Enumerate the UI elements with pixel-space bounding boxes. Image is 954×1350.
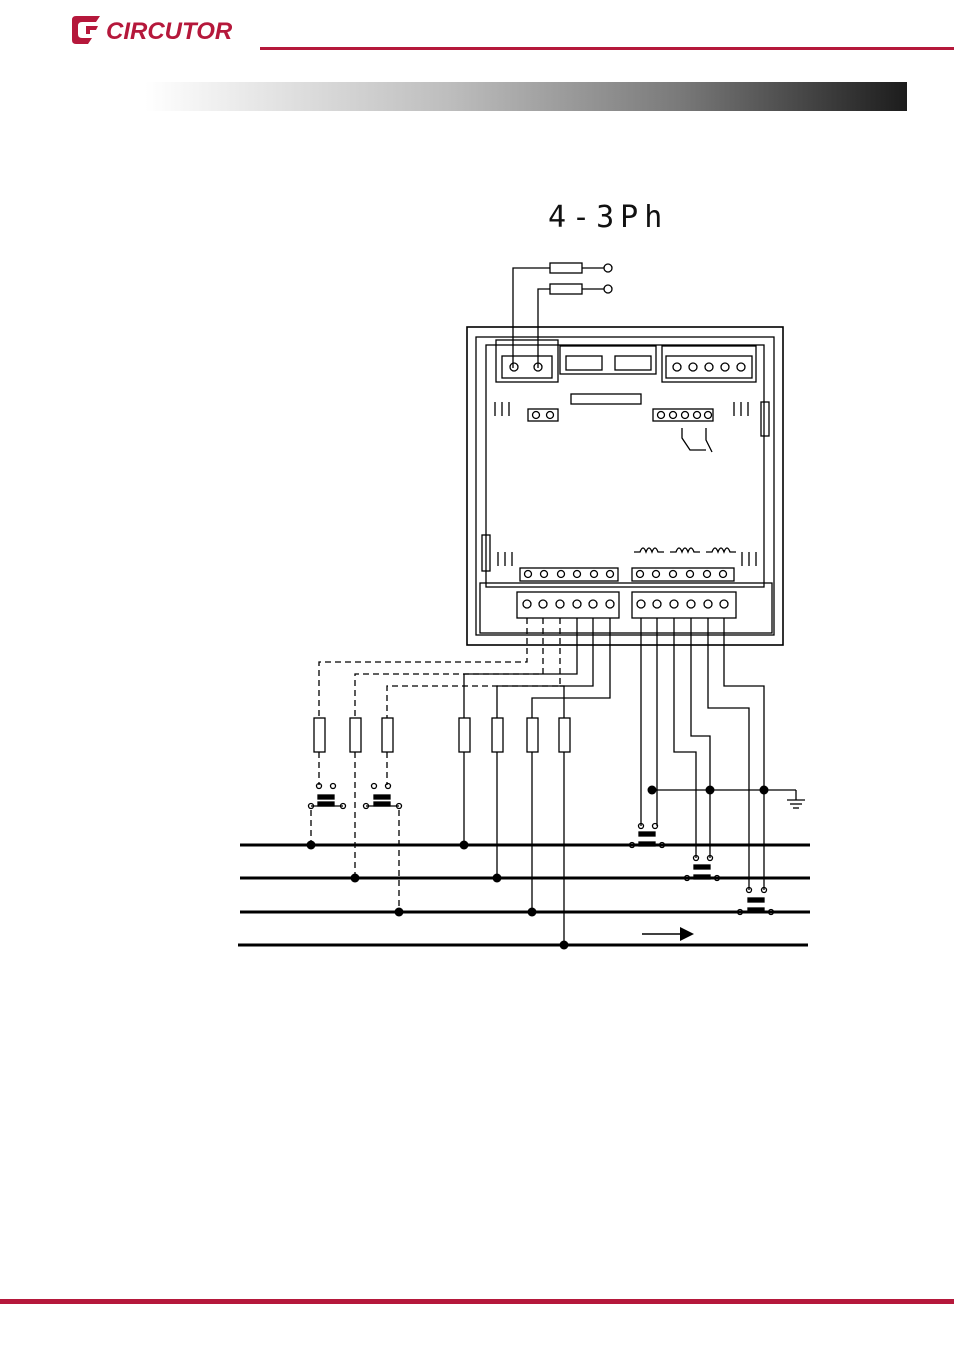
current-wiring <box>640 618 797 890</box>
device-housing <box>466 326 784 646</box>
protection-wiring <box>310 618 561 912</box>
circutor-logo-icon <box>72 16 100 44</box>
header-rule <box>260 47 954 50</box>
current-cts <box>628 822 775 916</box>
ground-icon <box>787 799 805 809</box>
circutor-logo: CIRCUTOR <box>70 12 250 46</box>
bus-lines <box>238 843 810 947</box>
section-band <box>145 82 907 111</box>
junction-dots <box>306 785 769 950</box>
supply-fuses <box>512 262 613 368</box>
mode-display: 4-3Ph <box>548 200 669 235</box>
protection-cts <box>307 782 403 810</box>
brand-name: CIRCUTOR <box>106 18 233 45</box>
footer-rule <box>0 1299 954 1304</box>
arrow-right-icon <box>642 927 694 941</box>
voltage-wiring <box>458 618 611 945</box>
protection-fuses <box>313 717 394 753</box>
